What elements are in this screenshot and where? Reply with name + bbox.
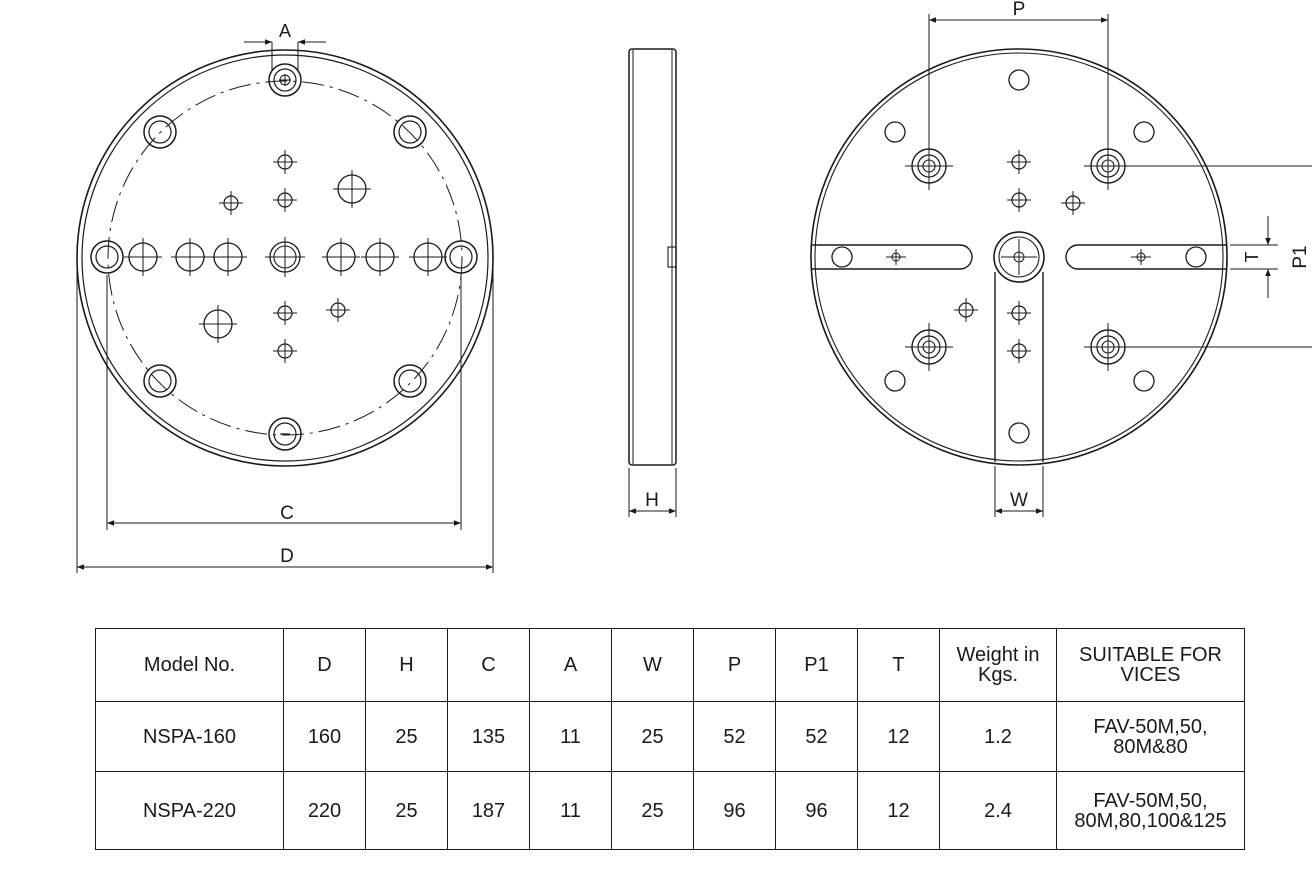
dim-label-D: D — [280, 546, 294, 567]
header-p1: P1 — [775, 628, 858, 702]
dim-label-P: P — [1013, 0, 1026, 20]
dim-label-W: W — [1010, 490, 1028, 511]
cell-w: 25 — [611, 701, 694, 772]
plate-top-view — [76, 39, 494, 573]
cell-h: 25 — [365, 701, 448, 772]
header-weight: Weight in Kgs. — [939, 628, 1057, 702]
cell-model: NSPA-220 — [95, 771, 284, 850]
cell-p: 96 — [693, 771, 776, 850]
technical-drawing: A C D H — [76, 0, 1312, 573]
cell-c: 187 — [447, 771, 530, 850]
cell-p1: 96 — [775, 771, 858, 850]
cell-suitable-for: FAV-50M,50, 80M,80,100&125 — [1056, 771, 1245, 850]
header-c: C — [447, 628, 530, 702]
header-h: H — [365, 628, 448, 702]
cell-model: NSPA-160 — [95, 701, 284, 772]
cell-p: 52 — [693, 701, 776, 772]
cell-d: 220 — [283, 771, 366, 850]
cell-c: 135 — [447, 701, 530, 772]
dim-label-P1: P1 — [1290, 245, 1311, 268]
dim-label-C: C — [280, 503, 294, 524]
table-header-row: Model No. D H C A W P P1 T Weight in Kgs… — [95, 628, 1245, 702]
header-d: D — [283, 628, 366, 702]
dim-label-A: A — [279, 21, 291, 41]
header-suitable-for: SUITABLE FOR VICES — [1056, 628, 1245, 702]
header-p: P — [693, 628, 776, 702]
cell-d: 160 — [283, 701, 366, 772]
cell-t: 12 — [857, 771, 940, 850]
plate-bottom-view — [810, 14, 1312, 517]
header-w: W — [611, 628, 694, 702]
cell-a: 11 — [529, 771, 612, 850]
cell-h: 25 — [365, 771, 448, 850]
table-row: NSPA-220 220 25 187 11 25 96 96 12 2.4 F… — [95, 771, 1245, 850]
cell-weight: 1.2 — [939, 701, 1057, 772]
specification-table: Model No. D H C A W P P1 T Weight in Kgs… — [95, 628, 1245, 850]
cell-a: 11 — [529, 701, 612, 772]
header-model-no: Model No. — [95, 628, 284, 702]
cell-t: 12 — [857, 701, 940, 772]
table-row: NSPA-160 160 25 135 11 25 52 52 12 1.2 F… — [95, 701, 1245, 772]
dim-label-T: T — [1242, 252, 1262, 263]
cell-w: 25 — [611, 771, 694, 850]
header-t: T — [857, 628, 940, 702]
dim-label-H: H — [645, 490, 659, 511]
cell-p1: 52 — [775, 701, 858, 772]
cell-suitable-for: FAV-50M,50, 80M&80 — [1056, 701, 1245, 772]
plate-side-view — [628, 48, 677, 517]
cell-weight: 2.4 — [939, 771, 1057, 850]
header-a: A — [529, 628, 612, 702]
